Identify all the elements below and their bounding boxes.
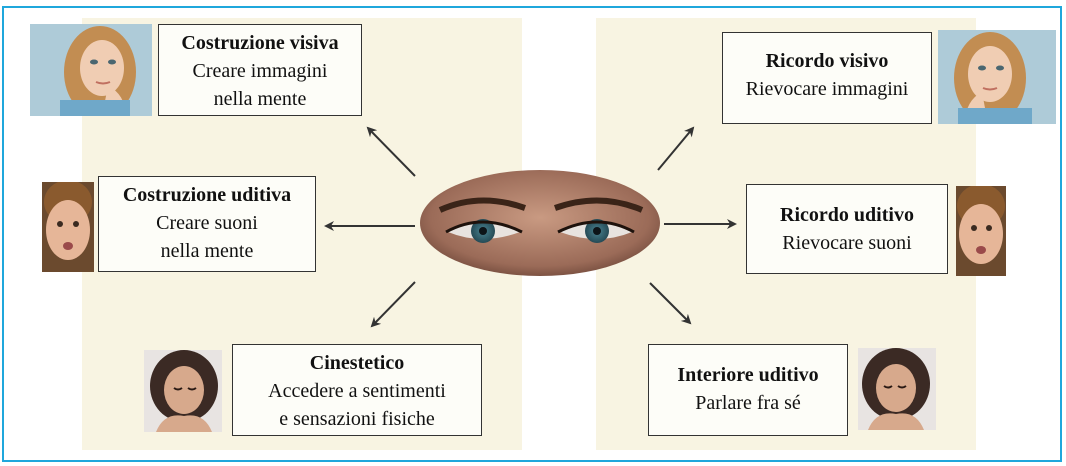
auditory-construction-title: Costruzione uditiva: [99, 181, 315, 209]
kinesthetic-line2: e sensazioni fisiche: [233, 405, 481, 433]
visual-recall-line1: Rievocare immagini: [723, 75, 931, 103]
auditory-recall-title: Ricordo uditivo: [747, 201, 947, 229]
woman-looking-up-right-photo: [938, 30, 1056, 124]
arrow-to-visual-recall: [658, 128, 693, 170]
boy-looking-right-photo: [956, 186, 1006, 276]
kinesthetic-line1: Accedere a sentimenti: [233, 377, 481, 405]
auditory-construction-box: Costruzione uditiva Creare suoni nella m…: [98, 176, 316, 272]
visual-construction-line2: nella mente: [159, 85, 361, 113]
visual-recall-box: Ricordo visivo Rievocare immagini: [722, 32, 932, 124]
visual-construction-box: Costruzione visiva Creare immagini nella…: [158, 24, 362, 116]
eyes-photo: [420, 170, 660, 276]
visual-construction-line1: Creare immagini: [159, 57, 361, 85]
auditory-construction-line2: nella mente: [99, 237, 315, 265]
arrow-to-visual-construction: [368, 128, 415, 176]
inner-dialogue-box: Interiore uditivo Parlare fra sé: [648, 344, 848, 436]
inner-dialogue-line1: Parlare fra sé: [649, 389, 847, 417]
visual-construction-title: Costruzione visiva: [159, 29, 361, 57]
arrow-to-kinesthetic: [372, 282, 415, 326]
arrow-to-inner-dialogue: [650, 283, 690, 323]
boy-looking-left-photo: [42, 182, 94, 272]
girl-looking-down-right-photo: [858, 348, 936, 430]
visual-recall-title: Ricordo visivo: [723, 47, 931, 75]
kinesthetic-box: Cinestetico Accedere a sentimenti e sens…: [232, 344, 482, 436]
girl-looking-down-photo: [144, 350, 222, 432]
kinesthetic-title: Cinestetico: [233, 349, 481, 377]
woman-looking-up-left-photo: [30, 24, 152, 116]
auditory-construction-line1: Creare suoni: [99, 209, 315, 237]
auditory-recall-line1: Rievocare suoni: [747, 229, 947, 257]
inner-dialogue-title: Interiore uditivo: [649, 361, 847, 389]
auditory-recall-box: Ricordo uditivo Rievocare suoni: [746, 184, 948, 274]
